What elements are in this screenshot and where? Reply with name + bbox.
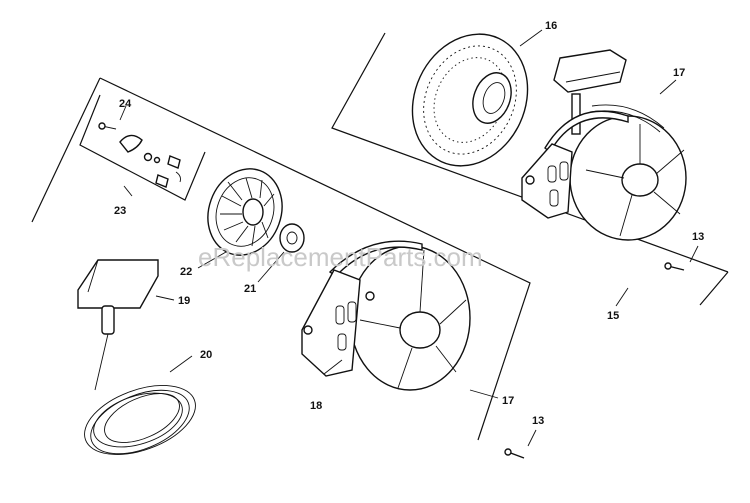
callout-20: 20 (200, 349, 212, 361)
callout-21: 21 (244, 283, 256, 295)
callout-17-upper: 17 (673, 67, 685, 79)
part-13-upper-screw (664, 245, 699, 271)
leader-lines (119, 29, 677, 399)
callout-24: 24 (119, 98, 132, 110)
watermark-text: eReplacementParts.com (198, 242, 483, 272)
assembly-17-boundary (31, 77, 531, 441)
part-17-upper-housing (521, 49, 687, 241)
callout-23: 23 (114, 205, 126, 217)
part-18-housing (301, 240, 471, 391)
part-13-lower-screw (504, 429, 537, 459)
callout-18: 18 (310, 400, 322, 412)
part-16-pulley (411, 33, 529, 167)
callout-22: 22 (180, 266, 192, 278)
part-20-rope (84, 333, 196, 455)
callout-16: 16 (545, 20, 557, 32)
callout-17-lower: 17 (502, 395, 514, 407)
part-22-rotor (207, 168, 283, 256)
callout-13-lower: 13 (532, 415, 544, 427)
callout-13-upper: 13 (692, 231, 704, 243)
part-21-washer (279, 223, 305, 253)
callout-19: 19 (178, 295, 190, 307)
callout-15: 15 (607, 310, 619, 322)
part-19-handle (77, 259, 159, 335)
hardware-kit-box (79, 94, 206, 201)
